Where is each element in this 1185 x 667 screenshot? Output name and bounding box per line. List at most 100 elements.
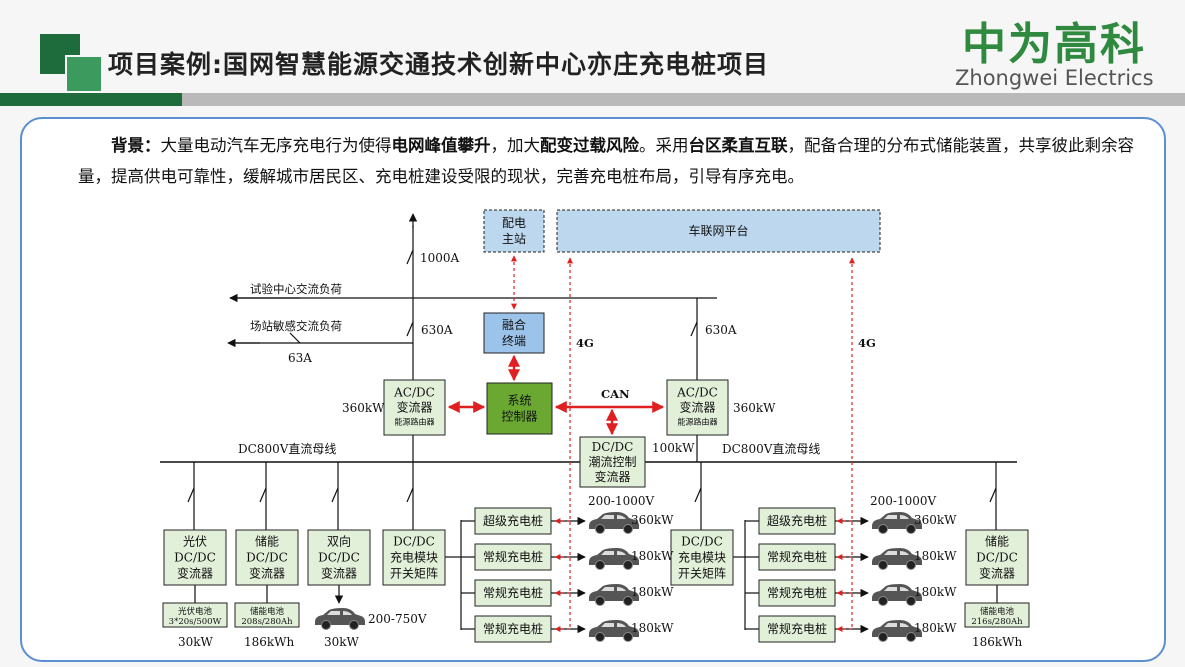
v2x-platform-box-text: 车联网平台	[688, 223, 748, 238]
matrix-left-box	[382, 529, 446, 586]
system-controller-box-text: 控制器	[501, 410, 537, 424]
right-voltage-label: 200-1000V	[870, 494, 936, 508]
left-pile-box-1	[474, 543, 552, 571]
storage-right-converter-box-text: 变流器	[979, 566, 1015, 581]
bg-text-1: 大量电动汽车无序充电行为使得	[160, 136, 392, 155]
left-car-icon-1	[589, 548, 639, 570]
car-wheel	[595, 632, 605, 642]
power-100-label: 100kW	[652, 441, 695, 455]
matrix-left-box-text: 开关矩阵	[390, 567, 438, 581]
car-window	[327, 611, 352, 615]
background-label: 背景：	[111, 136, 161, 155]
car-wheel	[878, 560, 888, 570]
right-pile-box-2-text: 常规充电桩	[767, 585, 827, 600]
bg-bold-3: 台区柔直互联	[688, 136, 788, 155]
car-window	[884, 551, 909, 555]
left-car-icon-2	[589, 584, 639, 606]
storage-left-cap-label: 186kWh	[244, 635, 295, 649]
car-wheel	[595, 560, 605, 570]
left-voltage-label: 200-1000V	[588, 494, 654, 508]
acdc-right-box-text: AC/DC	[676, 386, 718, 400]
breaker-630-right-label: 630A	[705, 323, 737, 337]
right-pile-power-0: 360kW	[914, 513, 957, 527]
left-pile-power-1: 180kW	[631, 549, 674, 563]
bus-left-label: DC800V直流母线	[238, 442, 336, 456]
bidir-converter-box-text: DC/DC	[318, 551, 360, 565]
left-pile-box-3	[474, 615, 552, 643]
storage-left-battery-box	[234, 602, 300, 628]
pv-converter-box	[163, 529, 227, 586]
load-test-label: 试验中心交流负荷	[250, 282, 342, 296]
dcdc-flow-box-text: DC/DC	[592, 440, 634, 454]
car-window	[884, 515, 909, 519]
right-pile-box-0-text: 超级充电桩	[767, 513, 827, 528]
load-site-label: 场站敏感交流负荷	[250, 319, 342, 333]
left-pile-box-2-text: 常规充电桩	[483, 585, 543, 600]
car-wheel	[595, 596, 605, 606]
breaker-1000-label: 1000A	[420, 251, 460, 265]
fusion-terminal-box	[483, 312, 545, 354]
right-car-icon-0	[872, 512, 922, 534]
car-wheel	[321, 620, 331, 630]
left-car-icon-3	[589, 620, 639, 642]
storage-left-converter-box-text: 变流器	[249, 566, 285, 581]
breaker-630-left-label: 630A	[421, 323, 453, 337]
storage-right-converter-box	[965, 529, 1029, 586]
title-bar-accent	[0, 93, 182, 106]
storage-left-converter-box	[235, 529, 299, 586]
fusion-terminal-box-text: 融合	[502, 317, 526, 332]
matrix-right-box-text: 开关矩阵	[678, 567, 726, 581]
pv-converter-box-switch	[187, 487, 195, 503]
bidir-converter-box-text: 变流器	[321, 566, 357, 581]
right-pile-power-1: 180kW	[914, 549, 957, 563]
acdc-right-box	[666, 379, 729, 436]
car-wheel	[595, 524, 605, 534]
bus-right-label: DC800V直流母线	[722, 442, 820, 456]
left-pile-box-1-text: 常规充电桩	[483, 549, 543, 564]
pv-battery-box	[162, 602, 228, 628]
left-pile-box-0	[474, 507, 552, 535]
matrix-left-box-switch	[406, 487, 414, 503]
matrix-right-box-text: DC/DC	[681, 535, 723, 549]
left-pile-power-0: 360kW	[631, 513, 674, 527]
background-paragraph: 背景：大量电动汽车无序充电行为使得电网峰值攀升，加大配变过载风险。采用台区柔直互…	[78, 130, 1148, 192]
car-wheel	[878, 596, 888, 606]
car-window	[884, 587, 909, 591]
car-wheel	[906, 596, 916, 606]
breaker-1000-switch	[406, 249, 414, 265]
right-pile-box-3	[758, 615, 836, 643]
car-wheel	[906, 560, 916, 570]
power-360-left-label: 360kW	[342, 401, 385, 415]
logo-square-light	[65, 55, 103, 93]
pv-battery-box-text: 光伏电池	[178, 606, 213, 617]
storage-right-converter-box-switch	[989, 487, 997, 503]
car-wheel	[906, 524, 916, 534]
bidir-car-icon	[315, 608, 365, 630]
breaker-630-left-switch	[406, 321, 414, 337]
car-window	[601, 515, 626, 519]
bg-text-2: ，加大	[490, 136, 541, 155]
header: 项目案例:国网智慧能源交通技术创新中心亦庄充电桩项目 中为高科 Zhongwei…	[0, 0, 1185, 110]
right-car-icon-1	[872, 548, 922, 570]
acdc-left-box-text: 能源路由器	[395, 417, 435, 427]
bg-bold-1: 电网峰值攀升	[391, 136, 491, 155]
left-pile-power-3: 180kW	[631, 621, 674, 635]
car-wheel	[623, 524, 633, 534]
4g-right-label: 4G	[858, 336, 876, 350]
acdc-left-box	[383, 379, 446, 436]
storage-left-converter-box-text: DC/DC	[246, 551, 288, 565]
right-pile-box-3-text: 常规充电桩	[767, 621, 827, 636]
car-window	[601, 623, 626, 627]
bg-bold-2: 配变过载风险	[540, 136, 639, 155]
storage-right-battery-box-text: 216s/280Ah	[971, 617, 1023, 627]
storage-left-battery-box-text: 储能电池	[250, 606, 285, 617]
system-controller-box-text: 系统	[507, 394, 531, 408]
pv-converter-box-text: 光伏	[183, 535, 207, 549]
matrix-left-box-text: 充电模块	[390, 550, 438, 565]
pv-power-label: 30kW	[178, 635, 214, 649]
storage-right-converter-box-text: 储能	[985, 534, 1009, 549]
breaker-63-switch	[289, 332, 301, 344]
storage-left-battery-box-text: 208s/280Ah	[241, 617, 293, 627]
storage-right-battery-box	[964, 602, 1030, 628]
